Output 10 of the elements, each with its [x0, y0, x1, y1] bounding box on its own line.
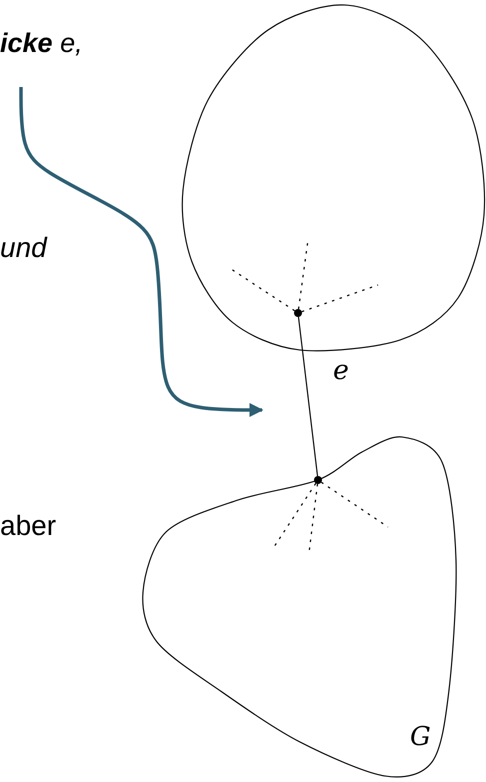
graph-name: G: [410, 722, 431, 752]
vertex-dot: [314, 476, 322, 484]
annotation-text: aber: [0, 510, 56, 542]
bridge-edge: [298, 316, 318, 476]
annotation-text: icke e,: [0, 28, 83, 58]
curved-arrow: [19, 87, 264, 417]
annotation-text: und: [0, 232, 47, 264]
vertex-dot: [294, 309, 302, 317]
dotted-edge-stub: [320, 482, 388, 528]
dotted-edge-stub: [302, 284, 378, 312]
